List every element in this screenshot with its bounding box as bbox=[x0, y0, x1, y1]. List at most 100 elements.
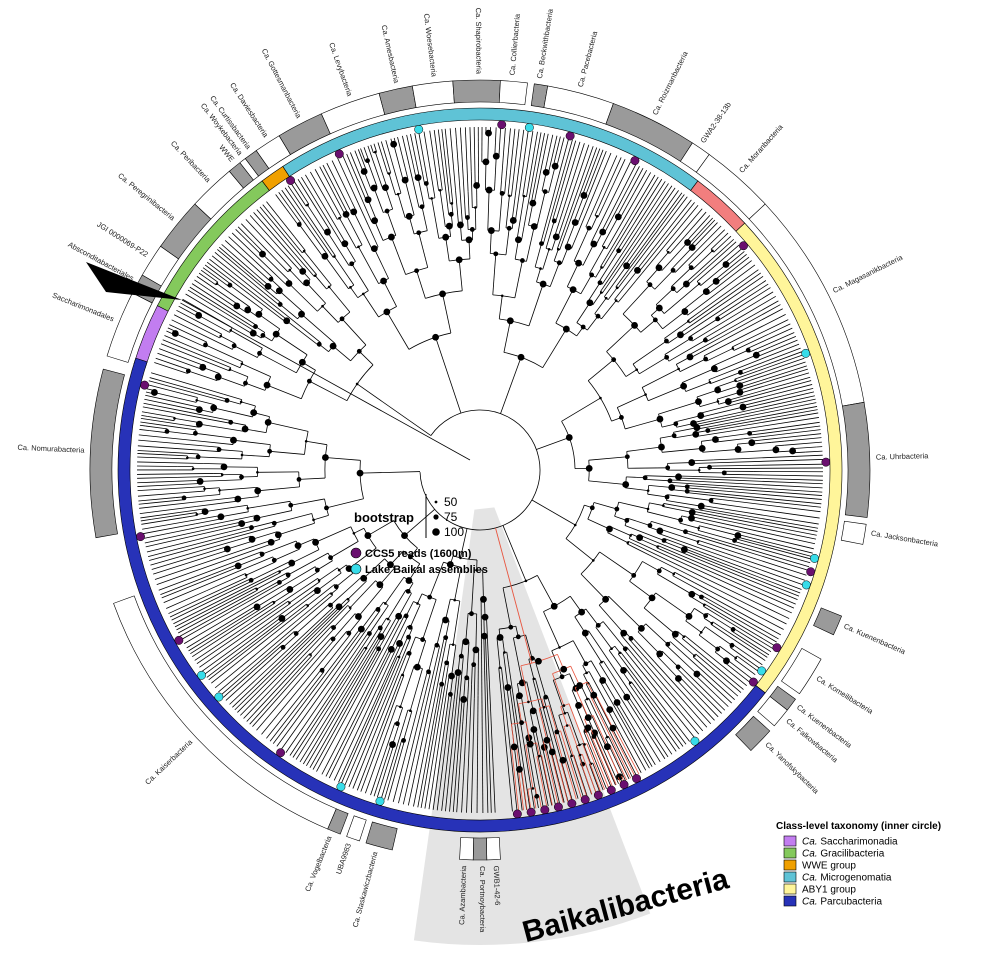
internal-branch bbox=[555, 289, 574, 324]
internal-branch bbox=[256, 256, 288, 286]
internal-branch bbox=[261, 540, 297, 555]
internal-branch bbox=[663, 541, 685, 550]
bootstrap-node bbox=[708, 498, 714, 503]
internal-branch bbox=[536, 191, 546, 228]
internal-branch bbox=[251, 521, 275, 528]
bootstrap-node bbox=[715, 316, 721, 322]
internal-branch bbox=[321, 634, 351, 671]
internal-branch bbox=[679, 665, 704, 690]
bootstrap-node bbox=[556, 260, 562, 266]
bootstrap-node bbox=[496, 634, 504, 641]
bootstrap-node bbox=[693, 670, 701, 678]
bootstrap-node bbox=[586, 225, 592, 231]
tip-branch bbox=[476, 695, 479, 813]
tip-branch bbox=[716, 459, 823, 464]
phylum-label: UBA9983 bbox=[334, 842, 353, 875]
internal-branch bbox=[590, 696, 600, 714]
internal-branch bbox=[416, 640, 427, 668]
internal-branch bbox=[515, 696, 519, 705]
tip-branch bbox=[634, 736, 653, 767]
bootstrap-node bbox=[610, 647, 613, 650]
internal-branch bbox=[686, 492, 709, 496]
bootstrap-node bbox=[296, 477, 302, 482]
internal-branch bbox=[382, 147, 392, 174]
bootstrap-node bbox=[328, 555, 333, 561]
internal-branch bbox=[611, 708, 629, 739]
bootstrap-node bbox=[333, 584, 339, 590]
bootstrap-node bbox=[210, 404, 218, 412]
bootstrap-node bbox=[543, 736, 551, 744]
bootstrap-node bbox=[734, 446, 742, 453]
internal-branch bbox=[573, 754, 577, 764]
bootstrap-node bbox=[195, 398, 199, 402]
tip-branch bbox=[284, 187, 312, 226]
tip-branch bbox=[690, 208, 703, 223]
internal-branch bbox=[307, 584, 335, 606]
internal-branch bbox=[734, 538, 758, 545]
bootstrap-node bbox=[333, 255, 336, 258]
internal-branch bbox=[258, 313, 280, 330]
internal-branch bbox=[555, 204, 562, 222]
internal-branch bbox=[460, 641, 464, 657]
tip-branch bbox=[144, 524, 228, 544]
internal-branch bbox=[671, 489, 688, 492]
internal-branch bbox=[408, 165, 420, 208]
internal-branch bbox=[391, 674, 403, 701]
tip-branch bbox=[179, 597, 251, 637]
internal-branch bbox=[353, 211, 373, 250]
internal-branch bbox=[601, 300, 617, 320]
internal-branch bbox=[595, 694, 614, 729]
internal-branch bbox=[159, 364, 188, 374]
tip-branch bbox=[698, 562, 796, 605]
internal-branch bbox=[306, 282, 326, 304]
internal-branch bbox=[504, 170, 508, 194]
internal-arc bbox=[698, 626, 706, 636]
bootstrap-node bbox=[664, 354, 670, 360]
internal-branch bbox=[295, 603, 330, 634]
ccs5-marker bbox=[174, 635, 184, 645]
bootstrap-node bbox=[529, 199, 537, 207]
internal-branch bbox=[573, 227, 590, 262]
tip-branch bbox=[309, 171, 328, 202]
bootstrap-node bbox=[522, 194, 526, 198]
tip-branch bbox=[516, 130, 529, 208]
tip-branch bbox=[602, 783, 606, 790]
internal-branch bbox=[743, 400, 776, 409]
internal-branch bbox=[726, 659, 747, 675]
bootstrap-node bbox=[515, 634, 521, 640]
internal-branch bbox=[373, 248, 389, 279]
bootstrap-node bbox=[539, 280, 547, 288]
internal-branch bbox=[663, 506, 693, 513]
ccs5-marker bbox=[497, 120, 507, 130]
tip-branch bbox=[418, 132, 423, 150]
internal-branch bbox=[326, 201, 338, 220]
tip-branch bbox=[495, 127, 497, 143]
internal-branch bbox=[277, 605, 309, 631]
bootstrap-node bbox=[529, 707, 537, 715]
internal-branch bbox=[438, 637, 445, 661]
tip-branch bbox=[342, 155, 364, 204]
tip-branch bbox=[292, 668, 351, 758]
internal-branch bbox=[739, 370, 781, 385]
tip-branch bbox=[715, 264, 756, 295]
phylum-label: Ca. Pacebacteria bbox=[576, 29, 600, 88]
internal-branch bbox=[383, 644, 402, 683]
tip-branch bbox=[723, 409, 818, 427]
tip-branch bbox=[550, 785, 556, 805]
internal-branch bbox=[502, 587, 512, 628]
internal-branch bbox=[592, 762, 599, 777]
bootstrap-node bbox=[739, 403, 747, 411]
internal-branch bbox=[582, 243, 595, 266]
internal-branch bbox=[373, 187, 384, 213]
internal-branch bbox=[339, 218, 357, 249]
internal-branch bbox=[454, 567, 462, 601]
internal-branch bbox=[587, 359, 614, 381]
internal-branch bbox=[278, 199, 299, 226]
internal-branch bbox=[674, 252, 696, 273]
ccs5-marker bbox=[739, 241, 748, 251]
bootstrap-node bbox=[646, 507, 650, 511]
internal-branch bbox=[293, 252, 315, 277]
tip-branch bbox=[287, 185, 321, 234]
internal-branch bbox=[169, 483, 201, 486]
internal-branch bbox=[485, 161, 487, 190]
